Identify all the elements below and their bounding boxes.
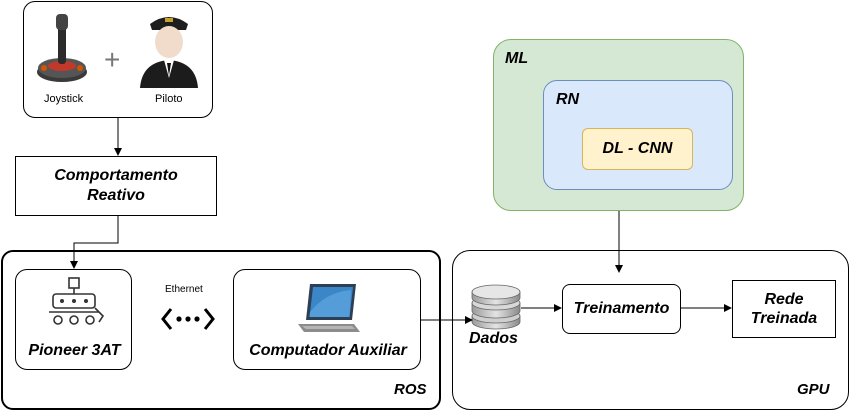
rn-label: RN [556, 91, 580, 108]
data-label: Dados [469, 330, 518, 347]
pioneer-robot-box: Pioneer 3AT [15, 269, 132, 370]
trained-network-box: Rede Treinada [732, 280, 836, 338]
pilot-icon [140, 17, 198, 88]
database-icon [471, 284, 521, 330]
laptop-icon [298, 284, 360, 332]
reactive-behavior-box: Comportamento Reativo [15, 156, 217, 216]
robot-icon [49, 277, 105, 325]
dl-cnn-box: DL - CNN [582, 128, 693, 170]
ethernet-link-icon [161, 308, 215, 330]
training-box: Treinamento [562, 284, 681, 334]
reactive-line-2: Reativo [87, 187, 145, 204]
pioneer-label: Pioneer 3AT [28, 342, 121, 359]
reactive-line-1: Comportamento [54, 167, 178, 184]
dl-cnn-label: DL - CNN [602, 140, 673, 157]
trained-line-1: Rede [764, 291, 804, 308]
ethernet-label: Ethernet [165, 284, 203, 295]
reactive-to-pioneer-arrow [70, 216, 119, 269]
joystick-icon [37, 14, 87, 82]
training-label: Treinamento [573, 300, 670, 317]
joystick-label: Joystick [44, 93, 84, 105]
trained-line-2: Treinada [750, 310, 818, 327]
ros-label: ROS [394, 381, 427, 398]
operator-input-box: Joystick + Piloto [23, 1, 213, 118]
auxiliary-computer-label: Computador Auxiliar [249, 342, 407, 359]
ml-label: ML [505, 50, 529, 67]
gpu-label: GPU [797, 381, 830, 398]
auxiliary-computer-box: Computador Auxiliar [233, 269, 421, 370]
plus-sign: + [104, 44, 121, 75]
pilot-label: Piloto [155, 93, 183, 105]
